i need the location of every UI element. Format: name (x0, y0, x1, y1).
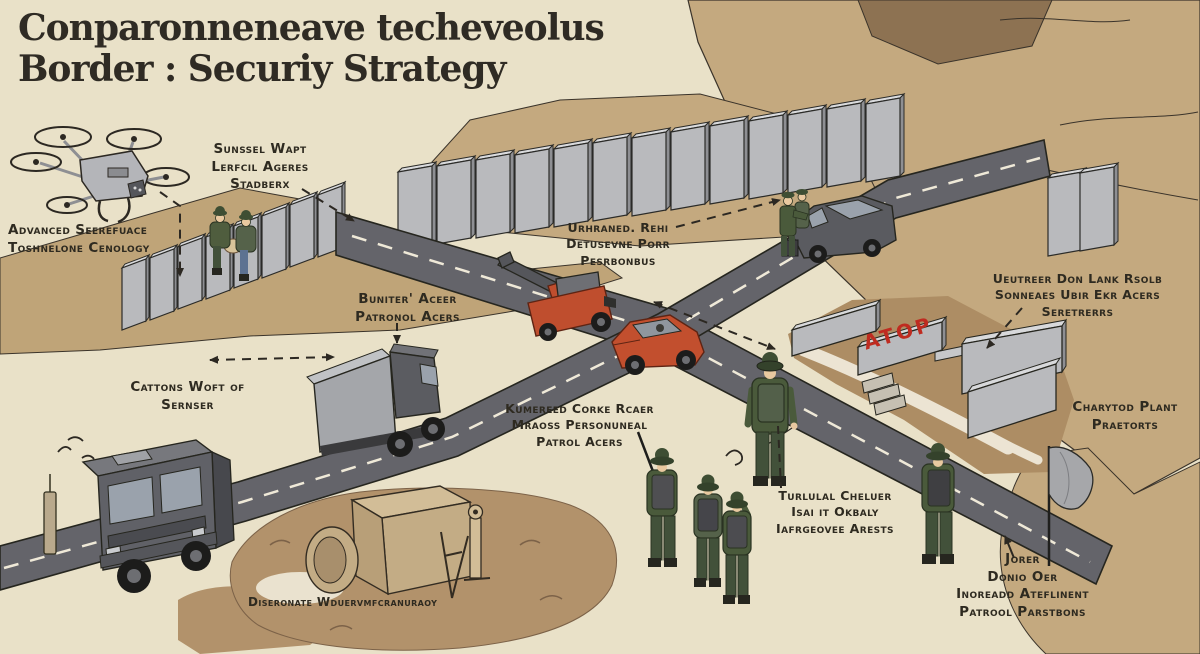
drone-icon (10, 126, 190, 224)
soldier-group (636, 431, 752, 604)
scanner-truck (43, 436, 235, 593)
label-advanced-surveillance: Advanced Seerefuace Toshnelone Cenology (8, 222, 150, 256)
label-buniter-patrol: Buniter' Aceer Patronol Acers (355, 291, 460, 325)
label-turlulal-arrests: Turlulal Cheluer Isai it Okbaly Iafrgeov… (776, 488, 894, 536)
label-cattons-sensor: Cattons Woft of Sernser (130, 379, 245, 413)
label-charytod-plant: Charytod Plant Praetorts (1072, 399, 1178, 433)
annotation-arrows (159, 188, 1023, 559)
flag-icon (1047, 446, 1094, 566)
crane-truck (497, 251, 616, 341)
label-diseronate-underground: Diseronate Wduervmfcranuraoy (248, 595, 438, 609)
sitting-soldiers (209, 206, 257, 281)
right-wall-panels (1047, 162, 1119, 257)
label-sunssel-wall: Sunssel Wapt Lerfcil Ageres Stadberx (211, 141, 309, 193)
patrol-truck (306, 343, 445, 457)
label-urhraned-checkpoint: Urhraned. Rehi Detusevne Porr Pesrbonbus (566, 220, 670, 268)
culvert-sensor (305, 485, 491, 599)
lead-soldier (725, 352, 798, 486)
van-soldiers (779, 189, 810, 256)
right-soldier (921, 443, 955, 564)
checkpoint-barriers (790, 298, 1068, 439)
label-ueutreer-barrier: Ueutreer Don Lank Rsolb Sonneaes Ubir Ek… (992, 271, 1163, 319)
label-kumereed-personnel: Kumereed Corke Rcaer Mraoss Personuneal … (505, 401, 654, 449)
page-title: Conparonneneave techeveolus Border : Sec… (18, 7, 605, 90)
label-jorer-patrol-positions: Jorer Donio Oer Inoreadd Ateflinent Patr… (956, 551, 1089, 620)
